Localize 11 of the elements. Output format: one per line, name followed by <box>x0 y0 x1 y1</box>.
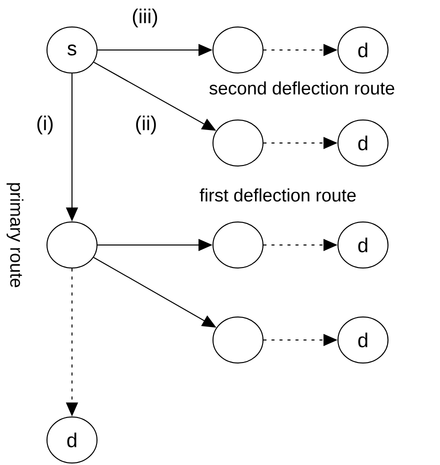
empty-circle <box>46 222 98 268</box>
route-label: first deflection route <box>200 188 356 202</box>
empty-circle <box>212 120 264 166</box>
edge-label: (ii) <box>136 116 156 134</box>
route-label: second deflection route <box>209 81 394 95</box>
empty-circle <box>212 26 264 74</box>
edge-label: (i) <box>37 116 53 134</box>
empty-circle <box>212 316 264 364</box>
route-label: primary route <box>6 183 24 288</box>
edge-label: (iii) <box>132 8 158 28</box>
empty-circle <box>212 222 264 268</box>
